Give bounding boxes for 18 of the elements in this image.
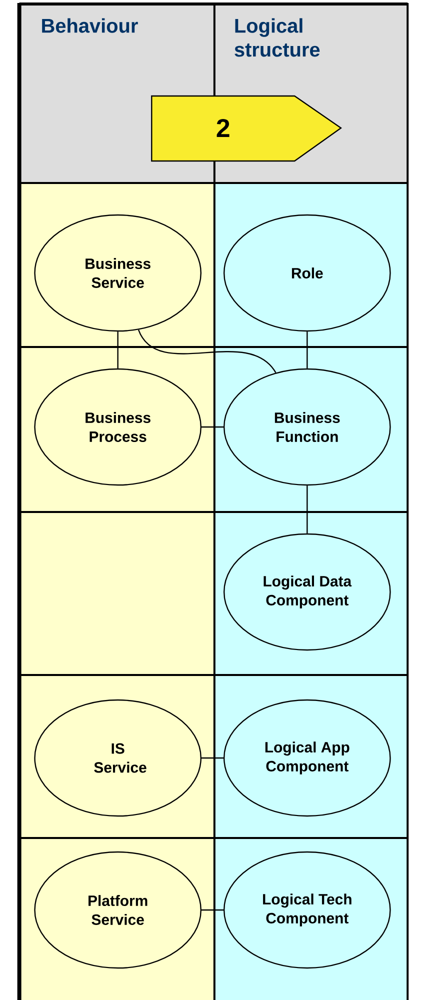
- ellipse-node: IS Service: [34, 699, 202, 817]
- ellipse-node: Platform Service: [34, 851, 202, 969]
- connector-line: [202, 426, 224, 428]
- connector-line: [138, 330, 276, 374]
- connector-line: [306, 486, 308, 534]
- ellipse-node: Logical App Component: [224, 699, 391, 817]
- connector-line: [202, 909, 224, 911]
- ellipse-node: Logical Data Component: [224, 533, 391, 651]
- ellipse-node: Logical Tech Component: [224, 851, 391, 969]
- ellipse-node: Business Process: [34, 368, 202, 486]
- connector-line: [306, 332, 308, 368]
- column-heading: Behaviour: [42, 18, 138, 33]
- ellipse-node: Role: [224, 214, 391, 332]
- connector-line: [202, 757, 224, 759]
- column-heading: Logical structure: [234, 18, 320, 57]
- connector-line: [117, 332, 118, 368]
- ellipse-node: Business Service: [34, 214, 202, 332]
- ellipse-node: Business Function: [224, 368, 391, 486]
